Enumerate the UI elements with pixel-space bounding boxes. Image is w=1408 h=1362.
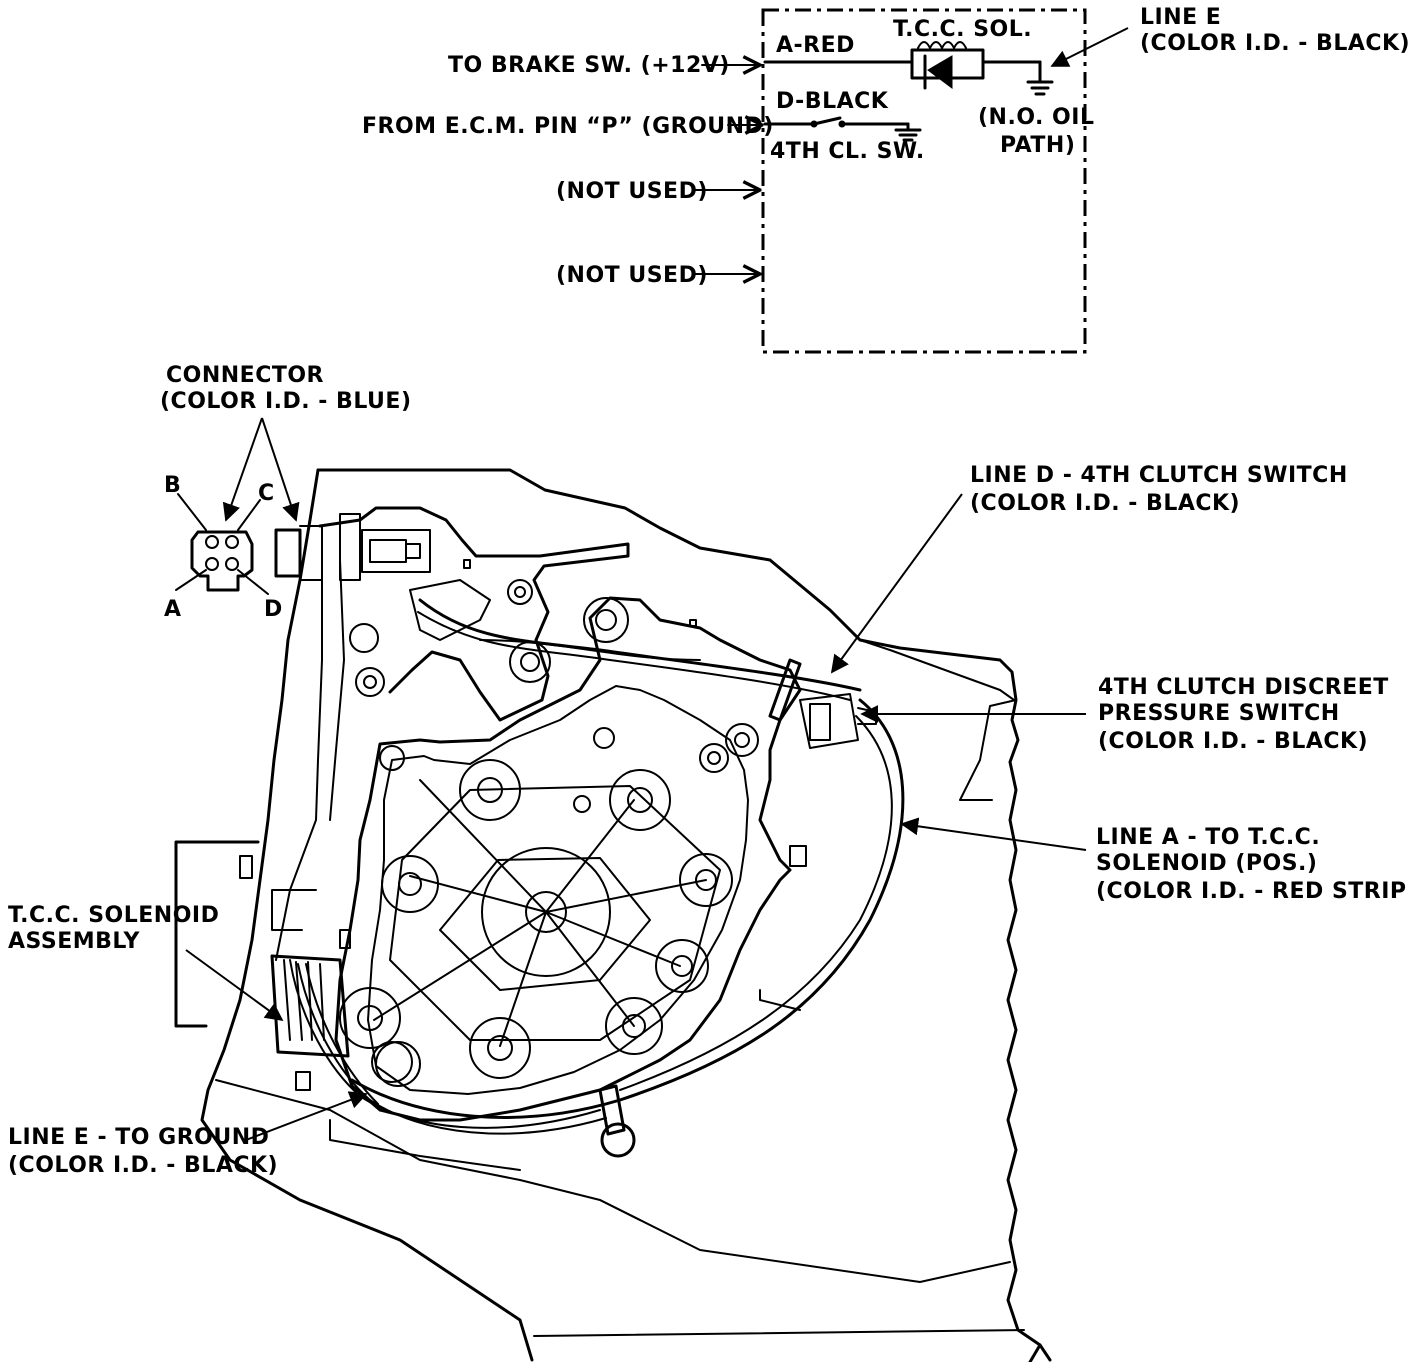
oil-path-label-2: PATH) bbox=[1000, 133, 1075, 158]
fourth-clutch-switch-part bbox=[768, 658, 877, 749]
connector-title: CONNECTOR bbox=[166, 363, 324, 388]
solenoid-assembly-title: T.C.C. SOLENOID bbox=[8, 903, 219, 928]
top-bracket bbox=[318, 506, 630, 722]
schematic-box bbox=[761, 8, 1087, 354]
transmission-housing bbox=[174, 468, 1052, 1362]
connector-plug bbox=[274, 525, 323, 581]
ground-symbol-line-e bbox=[1026, 80, 1054, 96]
oil-path-label-1: (N.O. OIL bbox=[978, 105, 1094, 130]
line-a-pointer bbox=[900, 817, 1087, 851]
fourth-clutch-switch-symbol bbox=[810, 116, 922, 142]
connector-pin-d: D bbox=[264, 597, 283, 622]
line-e-ground-color: (COLOR I.D. - BLACK) bbox=[8, 1153, 278, 1178]
callouts: LINE D - 4TH CLUTCH SWITCH (COLOR I.D. -… bbox=[8, 463, 1408, 1178]
ground-clip-part bbox=[598, 1084, 636, 1158]
valve-body bbox=[334, 596, 807, 1122]
line-a-title: LINE A - TO T.C.C. bbox=[1096, 825, 1320, 850]
connector-face bbox=[190, 530, 254, 592]
schematic: TO BRAKE SW. (+12V) FROM E.C.M. PIN “P” … bbox=[362, 5, 1408, 354]
line-e-ground-pointer bbox=[245, 1091, 368, 1141]
line-d-color: (COLOR I.D. - BLACK) bbox=[970, 491, 1240, 516]
connector: CONNECTOR (COLOR I.D. - BLUE) A B C D bbox=[160, 363, 412, 622]
input-label-unused-2: (NOT USED) bbox=[556, 263, 708, 288]
wire-a-label: A-RED bbox=[776, 33, 855, 58]
connector-color: (COLOR I.D. - BLUE) bbox=[160, 389, 412, 414]
tcc-solenoid-symbol bbox=[910, 41, 985, 90]
line-a-color: (COLOR I.D. - RED STRIPE) bbox=[1096, 879, 1408, 904]
wire-d-label: D-BLACK bbox=[776, 89, 889, 114]
solenoid-assembly-pointer bbox=[185, 949, 284, 1022]
valve-body-bolts bbox=[339, 597, 759, 1087]
line-d-title: LINE D - 4TH CLUTCH SWITCH bbox=[970, 463, 1348, 488]
line-a-subtitle: SOLENOID (POS.) bbox=[1096, 851, 1317, 876]
input-label-ecm: FROM E.C.M. PIN “P” (GROUND) bbox=[362, 114, 774, 139]
pressure-switch-title: 4TH CLUTCH DISCREET bbox=[1098, 675, 1389, 700]
switch-label: 4TH CL. SW. bbox=[770, 139, 925, 164]
pressure-switch-subtitle: PRESSURE SWITCH bbox=[1098, 701, 1340, 726]
line-d-pointer bbox=[830, 493, 963, 674]
solenoid-label: T.C.C. SOL. bbox=[893, 17, 1032, 42]
solenoid-assembly-subtitle: ASSEMBLY bbox=[8, 929, 141, 954]
line-e-title: LINE E bbox=[1140, 5, 1221, 30]
line-e-ground-title: LINE E - TO GROUND bbox=[8, 1125, 269, 1150]
line-e-color: (COLOR I.D. - BLACK) bbox=[1140, 31, 1408, 56]
pressure-switch-color: (COLOR I.D. - BLACK) bbox=[1098, 729, 1368, 754]
wiring-harness bbox=[289, 598, 905, 1135]
input-label-unused-1: (NOT USED) bbox=[556, 179, 708, 204]
line-e-pointer bbox=[1050, 27, 1129, 67]
input-label-brake: TO BRAKE SW. (+12V) bbox=[448, 53, 730, 78]
connector-pin-a: A bbox=[164, 597, 182, 622]
connector-pin-c: C bbox=[258, 481, 275, 506]
connector-pin-b: B bbox=[164, 473, 181, 498]
